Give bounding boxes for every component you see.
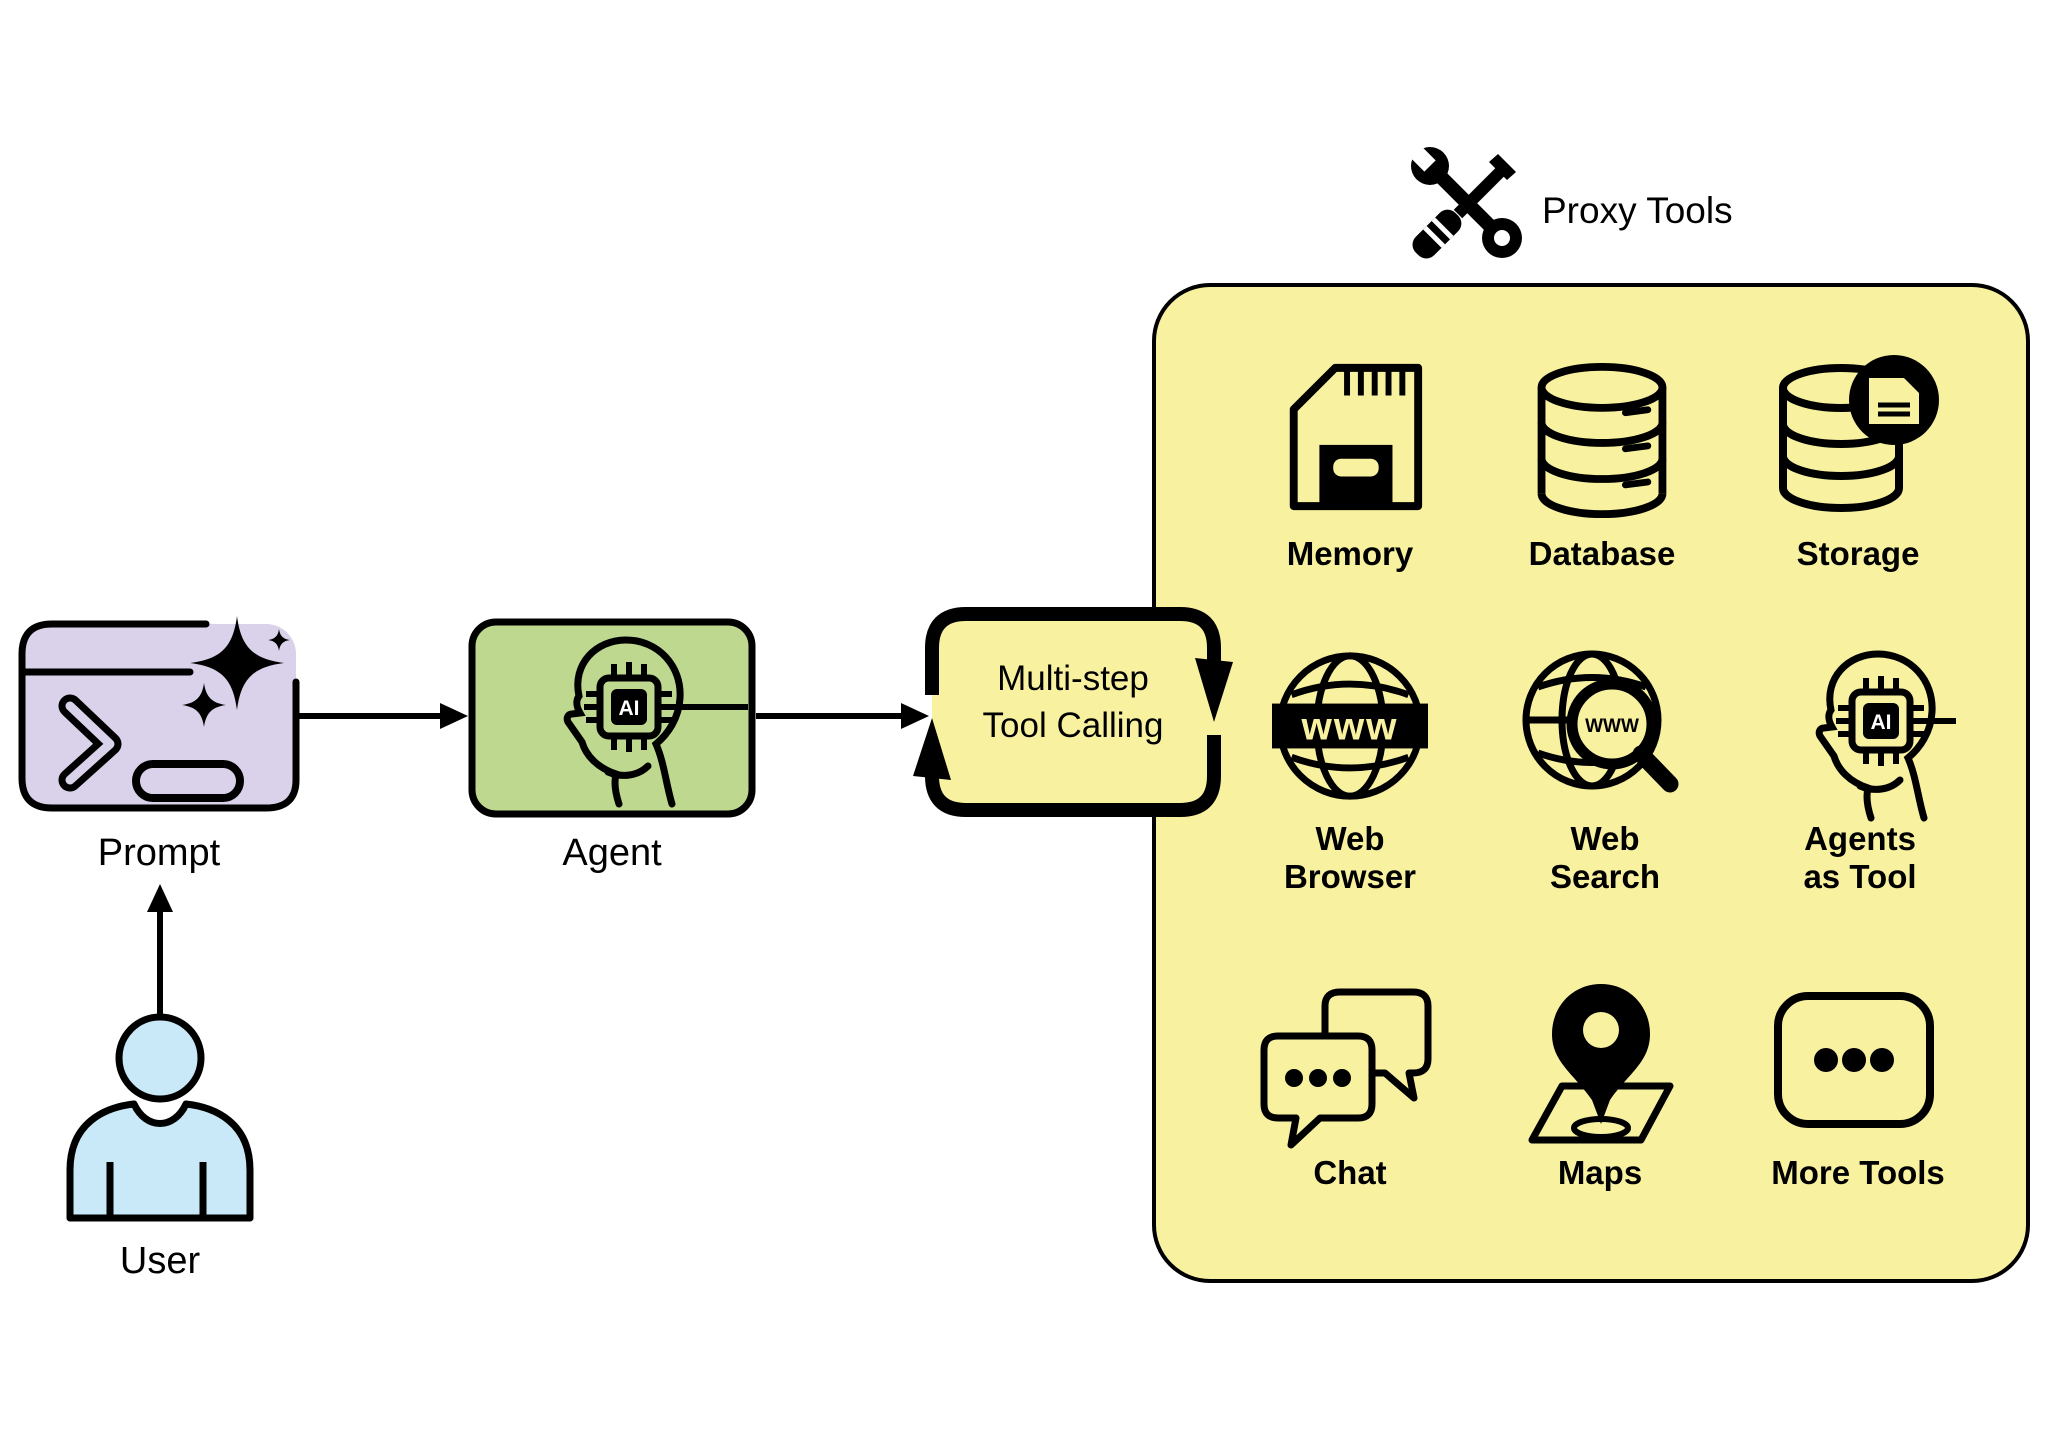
- tool-label-web-browser: Web Browser: [1283, 820, 1417, 895]
- sparkle-icon: [182, 616, 290, 727]
- web-browser-globe-icon: www: [1272, 652, 1428, 800]
- tool-label-memory: Memory: [1286, 535, 1414, 572]
- multistep-label: Multi-step Tool Calling: [953, 655, 1193, 749]
- tool-label-more-tools: More Tools: [1771, 1154, 1945, 1191]
- agent-head-chip-icon: AI: [1815, 650, 1956, 822]
- www-banner-text: www: [1301, 706, 1399, 749]
- tool-label-database: Database: [1528, 535, 1676, 572]
- web-search-icon: WWW: [1522, 650, 1679, 793]
- www-lens-text: WWW: [1585, 716, 1639, 737]
- loop-arrow-up: [913, 718, 951, 780]
- agent-label: Agent: [562, 832, 662, 874]
- prompt-terminal-icon: [18, 616, 300, 812]
- ai-chip-text: AI: [1871, 711, 1892, 734]
- wrench-screwdriver-icon: [1401, 137, 1522, 259]
- chat-bubbles-icon: [1260, 988, 1432, 1149]
- user-person-icon: [66, 1013, 254, 1222]
- database-icon: [1537, 363, 1667, 519]
- tool-label-maps: Maps: [1557, 1154, 1643, 1191]
- tool-label-web-search: Web Search: [1549, 820, 1661, 895]
- tool-label-agents-as-tool: Agents as Tool: [1803, 820, 1917, 895]
- storage-icon: [1779, 355, 1939, 512]
- multistep-label-line2: Tool Calling: [982, 706, 1164, 745]
- user-label: User: [119, 1240, 201, 1282]
- arrow-prompt-to-agent: [298, 703, 468, 729]
- multistep-loop-node: [913, 607, 1233, 817]
- agent-node: AI: [468, 618, 756, 818]
- loop-arrow-down: [1195, 658, 1233, 722]
- prompt-label: Prompt: [97, 832, 221, 874]
- head-chip-icon: AI: [563, 636, 748, 808]
- multistep-label-line1: Multi-step: [997, 659, 1149, 698]
- ai-chip-text: AI: [619, 697, 640, 720]
- arrow-user-to-prompt: [147, 884, 173, 1014]
- tool-label-storage: Storage: [1796, 535, 1920, 572]
- memory-card-icon: [1289, 363, 1423, 511]
- map-pin-icon: [1528, 984, 1674, 1144]
- arrow-agent-to-multistep: [756, 703, 929, 729]
- proxy-tools-title: Proxy Tools: [1542, 190, 1733, 231]
- tool-label-chat: Chat: [1313, 1154, 1387, 1191]
- more-tools-ellipsis-icon: [1774, 992, 1934, 1128]
